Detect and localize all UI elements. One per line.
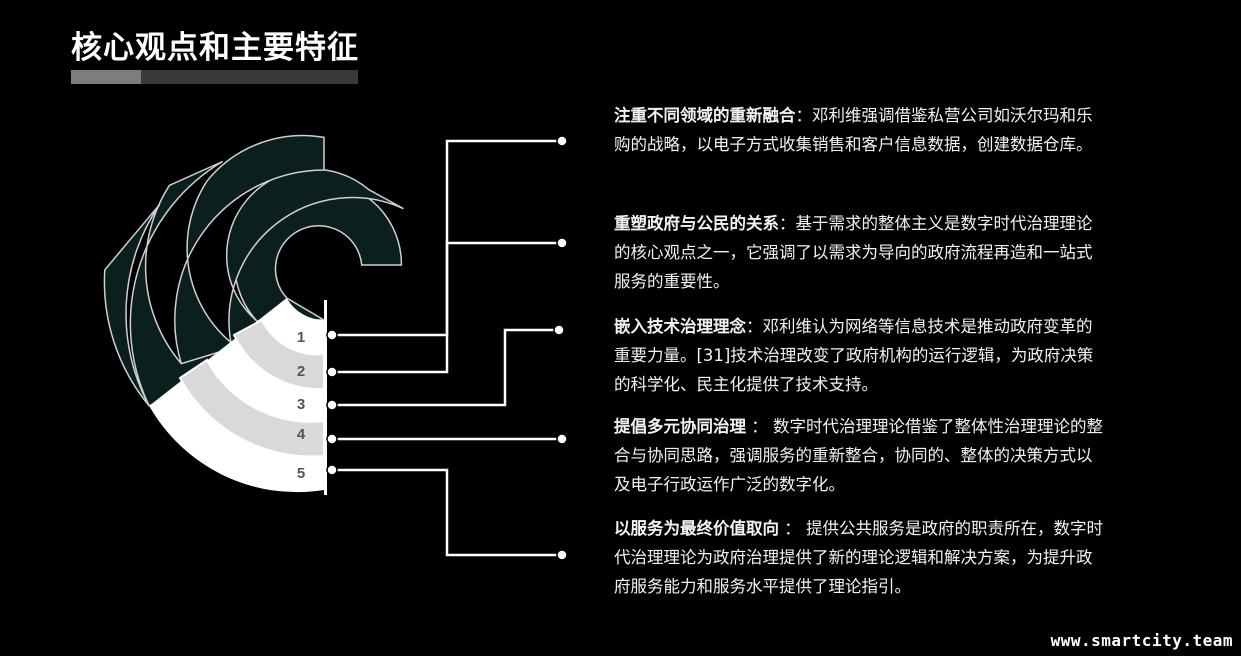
connector-dots — [326, 135, 568, 561]
light-ring-bands — [178, 318, 325, 458]
connector-lines — [332, 139, 562, 557]
ring-band-4-light — [178, 358, 325, 458]
ring-number-5: 5 — [297, 465, 305, 482]
dot-ring-3 — [326, 399, 338, 411]
feature-item-2: 重塑政府与公民的关系：基于需求的整体主义是数字时代治理理论的核心观点之一，它强调… — [614, 209, 1106, 296]
feature-item-5: 以服务为最终价值取向 ： 提供公共服务是政府的职责所在，数字时代治理理论为政府治… — [614, 514, 1106, 601]
feature-item-2-sep: ： — [779, 214, 796, 233]
feature-item-1-head: 注重不同领域的重新融合 — [614, 106, 796, 125]
title-underline-bar — [71, 70, 358, 84]
feature-item-3-head: 嵌入技术治理理念 — [614, 317, 746, 336]
connector-3 — [332, 328, 559, 407]
feature-item-5-body: 提供公共服务是政府的职责所在，数字时代治理理论为政府治理提供了新的理论逻辑和解决… — [614, 519, 1103, 596]
connector-1 — [332, 139, 562, 337]
title-underline-accent — [71, 70, 141, 84]
ring-number-1: 1 — [297, 329, 305, 346]
connector-5 — [332, 468, 562, 557]
dot-ring-1 — [326, 329, 338, 341]
dot-item-1 — [556, 135, 568, 147]
feature-item-1: 注重不同领域的重新融合：邓利维强调借鉴私营公司如沃尔玛和乐购的战略，以电子方式收… — [614, 101, 1106, 159]
ring-arc-5-dark — [103, 203, 325, 407]
connector-2 — [332, 241, 562, 374]
dot-ring-2 — [326, 366, 338, 378]
feature-item-2-head: 重塑政府与公民的关系 — [614, 214, 779, 233]
dot-item-4 — [556, 433, 568, 445]
watermark-link[interactable]: www.smartcity.team — [1050, 631, 1233, 650]
feature-item-5-head: 以服务为最终价值取向 — [614, 519, 779, 538]
ring-arc-3-dark — [174, 134, 325, 365]
ring-number-2: 2 — [297, 363, 305, 380]
dot-ring-4 — [326, 433, 338, 445]
page-title: 核心观点和主要特征 — [71, 30, 359, 66]
feature-item-3: 嵌入技术治理理念：邓利维认为网络等信息技术是推动政府变革的重要力量。[31]技术… — [614, 312, 1106, 399]
ring-arc-2-dark — [225, 168, 404, 344]
feature-item-3-sep: ： — [746, 317, 763, 336]
feature-item-2-body: 基于需求的整体主义是数字时代治理理论的核心观点之一，它强调了以需求为导向的政府流… — [614, 214, 1093, 291]
feature-item-1-sep: ： — [795, 106, 813, 125]
diagram-clip-edge — [324, 300, 327, 495]
ring-numbers: 1 2 3 4 5 — [297, 329, 306, 482]
feature-item-4-head: 提倡多元协同治理 — [614, 417, 746, 436]
feature-item-4-body: 数字时代治理理论借鉴了整体性治理理论的整合与协同思路，强调服务的重新整合，协同的… — [614, 417, 1103, 494]
dot-item-5 — [556, 549, 568, 561]
feature-item-3-body: 邓利维认为网络等信息技术是推动政府变革的重要力量。[31]技术治理改变了政府机构… — [614, 317, 1094, 394]
ring-number-3: 3 — [297, 396, 305, 413]
feature-item-5-sep: ： — [779, 519, 806, 538]
dot-item-2 — [556, 237, 568, 249]
feature-item-4-sep: ： — [746, 417, 773, 436]
dot-ring-5 — [326, 464, 338, 476]
ring-band-2-light — [232, 318, 325, 391]
feature-item-4: 提倡多元协同治理 ： 数字时代治理理论借鉴了整体性治理理论的整合与协同思路，强调… — [614, 412, 1106, 499]
dot-item-3 — [553, 324, 565, 336]
feature-item-1-body: 邓利维强调借鉴私营公司如沃尔玛和乐购的战略，以电子方式收集销售和客户信息数据，创… — [614, 106, 1093, 154]
ring-number-4: 4 — [297, 426, 306, 443]
